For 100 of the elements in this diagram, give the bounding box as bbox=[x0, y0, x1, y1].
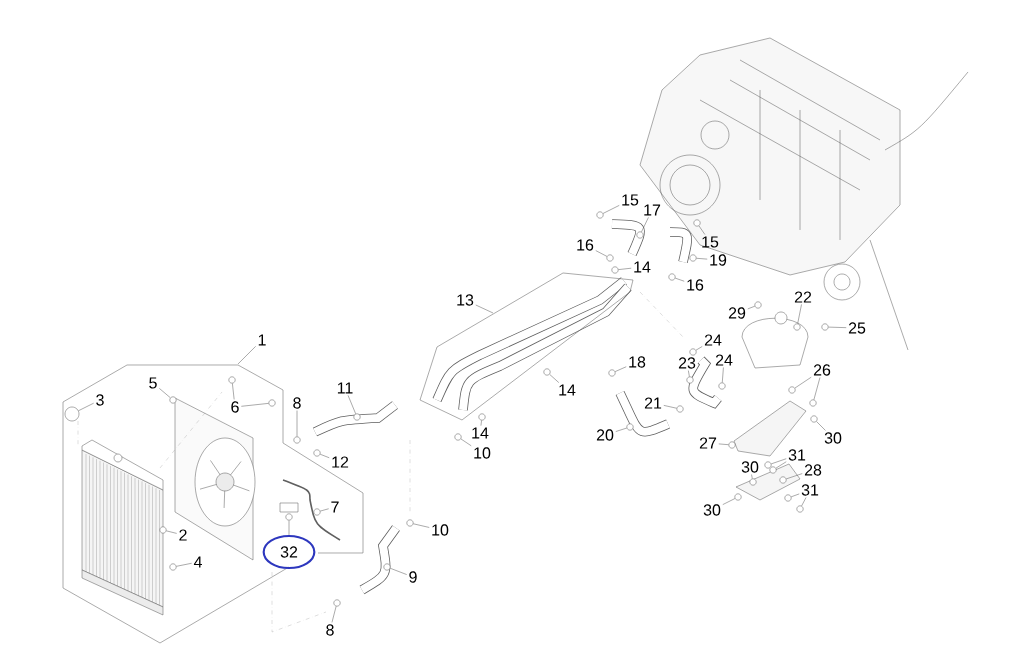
leader-line bbox=[797, 304, 802, 324]
callout-number: 17 bbox=[644, 204, 661, 216]
fastener bbox=[333, 599, 341, 607]
callout-number: 24 bbox=[715, 354, 733, 366]
fastener bbox=[821, 323, 829, 331]
fastener bbox=[636, 231, 644, 239]
leader-line bbox=[722, 498, 736, 505]
fastener bbox=[478, 413, 486, 421]
leader-line bbox=[241, 403, 269, 407]
fastener bbox=[353, 413, 361, 421]
leader-line bbox=[176, 563, 192, 567]
leader-line bbox=[413, 523, 430, 528]
leader-line bbox=[618, 267, 632, 270]
callout-number: 10 bbox=[474, 447, 491, 459]
callout-number: 15 bbox=[702, 236, 719, 248]
leader-line bbox=[331, 606, 337, 623]
fastener bbox=[693, 219, 701, 227]
fastener bbox=[169, 563, 177, 571]
leader-line bbox=[320, 508, 329, 512]
leader-line bbox=[549, 374, 560, 383]
leader-line bbox=[615, 427, 627, 432]
leader-line bbox=[319, 454, 330, 459]
leader-line bbox=[794, 376, 812, 389]
callout-number: 15 bbox=[622, 194, 639, 206]
callout-number: 4 bbox=[193, 556, 202, 568]
callout-number: 29 bbox=[728, 307, 746, 319]
callout-number: 11 bbox=[337, 382, 353, 394]
leader-line bbox=[747, 305, 756, 310]
fastener bbox=[718, 382, 726, 390]
callout-number: 10 bbox=[432, 524, 449, 536]
leader-line bbox=[722, 367, 724, 383]
leader-line bbox=[816, 421, 826, 431]
callout-number: 30 bbox=[741, 461, 759, 473]
callout-number: 9 bbox=[409, 571, 417, 583]
callout-number: 14 bbox=[634, 261, 651, 273]
callout-number: 12 bbox=[332, 456, 349, 468]
callout-number: 13 bbox=[457, 294, 474, 306]
fastener bbox=[608, 369, 616, 377]
fastener bbox=[383, 563, 391, 571]
leader-line bbox=[288, 520, 290, 536]
fastener bbox=[228, 376, 236, 384]
callout-number: 19 bbox=[710, 254, 727, 266]
fastener bbox=[788, 386, 796, 394]
fastener bbox=[169, 396, 177, 404]
fastener bbox=[689, 254, 697, 262]
fastener bbox=[810, 415, 818, 423]
leader-line bbox=[801, 497, 807, 507]
fastener bbox=[596, 211, 604, 219]
leader-line bbox=[771, 458, 787, 465]
fastener bbox=[754, 301, 762, 309]
callout-number: 26 bbox=[813, 364, 831, 376]
callout-number: 27 bbox=[699, 437, 717, 449]
callout-number: 5 bbox=[149, 377, 157, 389]
leader-line bbox=[695, 346, 703, 351]
leader-line bbox=[296, 410, 298, 437]
callout-number: 31 bbox=[788, 449, 806, 461]
leader-line bbox=[159, 388, 171, 398]
callout-number: 8 bbox=[326, 624, 334, 636]
leader-line bbox=[813, 377, 821, 400]
leader-line bbox=[698, 225, 706, 235]
leader-line bbox=[718, 443, 729, 445]
fastener bbox=[313, 508, 321, 516]
callout-number: 6 bbox=[231, 401, 239, 413]
callout-number: 14 bbox=[472, 427, 489, 439]
fastener bbox=[779, 476, 787, 484]
leader-line bbox=[675, 277, 685, 282]
callout-number: 18 bbox=[629, 356, 646, 368]
fastener bbox=[734, 493, 742, 501]
fastener bbox=[543, 368, 551, 376]
leader-line bbox=[775, 461, 787, 469]
callout-number: 7 bbox=[331, 501, 339, 513]
callout-number: 28 bbox=[804, 464, 822, 476]
callout-number: 21 bbox=[644, 397, 662, 409]
fastener bbox=[611, 266, 619, 274]
fastener bbox=[293, 436, 301, 444]
fastener bbox=[809, 399, 817, 407]
fastener bbox=[454, 433, 462, 441]
fastener bbox=[159, 526, 167, 534]
circled-callout-number: 32 bbox=[262, 534, 316, 570]
leader-line bbox=[786, 473, 803, 480]
fastener bbox=[313, 449, 321, 457]
fastener bbox=[689, 348, 697, 356]
fastener bbox=[749, 478, 757, 486]
fastener bbox=[728, 441, 736, 449]
fastener bbox=[406, 519, 414, 527]
leader-line bbox=[696, 258, 708, 260]
callout-number: 23 bbox=[678, 357, 696, 369]
leader-line bbox=[232, 383, 235, 400]
leader-line bbox=[641, 217, 649, 233]
leader-line bbox=[595, 250, 608, 257]
fastener bbox=[769, 466, 777, 474]
leader-line bbox=[389, 567, 407, 575]
leader-line bbox=[460, 438, 472, 447]
callout-number: 31 bbox=[801, 484, 819, 496]
fastener bbox=[784, 494, 792, 502]
callout-number: 22 bbox=[794, 291, 812, 303]
callout-number: 3 bbox=[96, 394, 104, 406]
leader-line bbox=[480, 420, 482, 426]
leader-line bbox=[828, 326, 847, 328]
callout-number: 1 bbox=[258, 334, 266, 346]
